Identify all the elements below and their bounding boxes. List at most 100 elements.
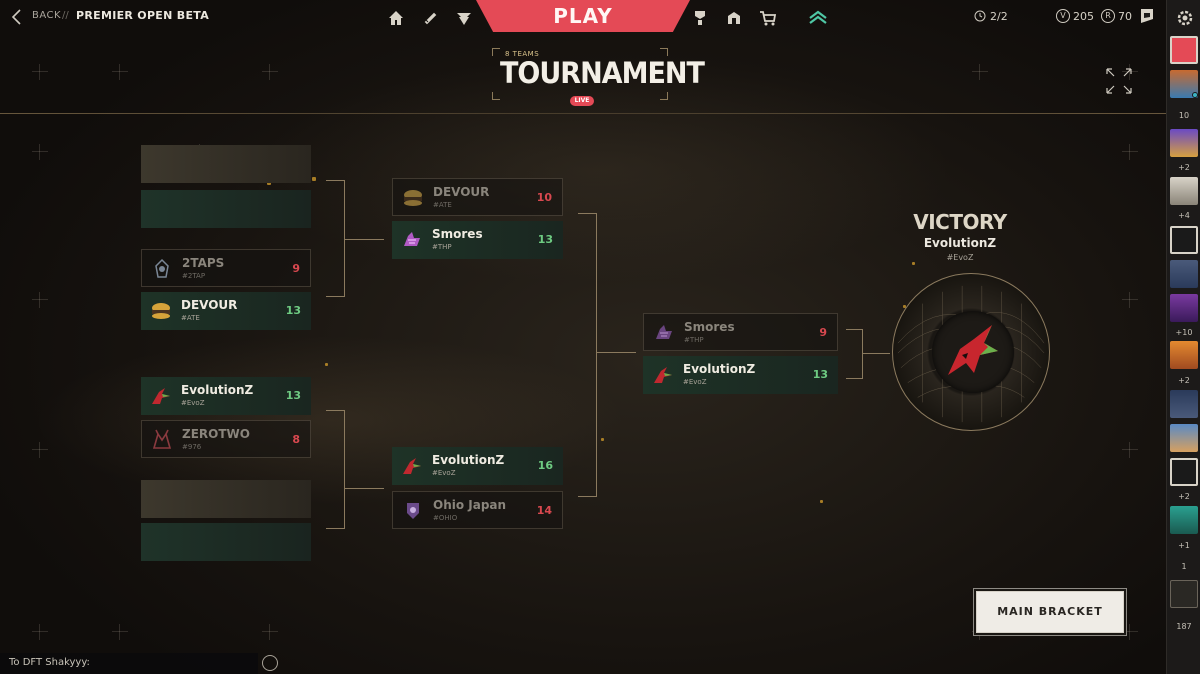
party-count: +1 bbox=[1178, 541, 1190, 550]
header-divider bbox=[0, 113, 1166, 114]
team-logo-icon bbox=[404, 232, 420, 246]
avatar[interactable] bbox=[1170, 506, 1198, 534]
bracket-connector bbox=[326, 528, 344, 529]
bracket-slot-sf-1[interactable]: DEVOUR #ATE 10 bbox=[392, 178, 563, 216]
bracket-connector bbox=[326, 410, 344, 411]
bracket-slot-empty bbox=[141, 480, 311, 518]
evolutionz-logo-icon bbox=[948, 325, 998, 375]
victory-logo-backdrop bbox=[932, 311, 1014, 393]
top-bar: BACK // PREMIER OPEN BETA PLAY 2/2 V 205… bbox=[0, 0, 1166, 36]
bracket-slot-final-1[interactable]: Smores #THP 9 bbox=[643, 313, 838, 351]
ember-particle bbox=[325, 363, 328, 366]
chat-input[interactable]: To DFT Shakyyy: bbox=[0, 653, 258, 674]
bracket-slot-qf-3[interactable]: EvolutionZ #EvoZ 13 bbox=[141, 377, 311, 415]
social-flag-icon[interactable] bbox=[1138, 7, 1156, 25]
rp-amount: 70 bbox=[1118, 10, 1132, 23]
avatar[interactable] bbox=[1170, 226, 1198, 254]
team-logo-icon bbox=[152, 303, 170, 319]
settings-gear-icon[interactable] bbox=[1175, 8, 1195, 28]
bracket-connector bbox=[596, 352, 636, 353]
team-name: DEVOUR bbox=[181, 298, 238, 312]
bracket-slot-sf-2[interactable]: Smores #THP 13 bbox=[392, 221, 563, 259]
back-button[interactable]: BACK bbox=[32, 10, 62, 21]
chat-toggle-icon[interactable] bbox=[262, 655, 278, 671]
back-chevron-icon[interactable] bbox=[10, 8, 24, 26]
grid-plus-decoration bbox=[972, 64, 988, 80]
fullscreen-expand-icon[interactable] bbox=[1104, 66, 1134, 96]
bracket-connector bbox=[846, 329, 862, 330]
grid-plus-decoration bbox=[32, 442, 48, 458]
frame-corner bbox=[492, 92, 500, 100]
store-icon[interactable] bbox=[758, 8, 778, 28]
bracket-slot-qf-4[interactable]: ZEROTWO #976 8 bbox=[141, 420, 311, 458]
team-tag: #THP bbox=[432, 243, 452, 251]
bracket-connector bbox=[344, 180, 345, 297]
team-score: 13 bbox=[285, 389, 301, 402]
team-logo-icon bbox=[404, 190, 422, 206]
team-score: 8 bbox=[292, 433, 300, 446]
bracket-slot-qf-1[interactable]: 2TAPS #2TAP 9 bbox=[141, 249, 311, 287]
grid-plus-decoration bbox=[112, 624, 128, 640]
play-button[interactable]: PLAY bbox=[476, 0, 690, 32]
bracket-connector bbox=[846, 378, 862, 379]
grid-plus-decoration bbox=[1122, 624, 1138, 640]
bracket-connector bbox=[596, 213, 597, 497]
bracket-slot-empty bbox=[141, 145, 311, 183]
victory-team-tag: #EvoZ bbox=[946, 253, 974, 262]
main-bracket-button[interactable]: MAIN BRACKET bbox=[976, 591, 1124, 633]
bracket-connector bbox=[862, 329, 863, 379]
avatar[interactable] bbox=[1170, 177, 1198, 205]
team-tag: #ATE bbox=[181, 314, 200, 322]
party-count: +2 bbox=[1178, 492, 1190, 501]
bracket-connector bbox=[344, 239, 384, 240]
vp-amount: 205 bbox=[1073, 10, 1094, 23]
team-name: Smores bbox=[432, 227, 483, 241]
ember-particle bbox=[267, 181, 271, 185]
rp-icon: R bbox=[1101, 9, 1115, 23]
bracket-slot-empty bbox=[141, 523, 311, 561]
team-logo-icon bbox=[654, 367, 672, 383]
bracket-slot-qf-2[interactable]: DEVOUR #ATE 13 bbox=[141, 292, 311, 330]
grid-plus-decoration bbox=[112, 64, 128, 80]
chat-recipient-label: To DFT Shakyyy: bbox=[9, 657, 90, 668]
team-tag: #2TAP bbox=[182, 272, 206, 280]
team-logo-icon bbox=[656, 325, 672, 339]
bracket-connector bbox=[578, 213, 596, 214]
avatar[interactable] bbox=[1170, 458, 1198, 486]
grid-plus-decoration bbox=[1122, 442, 1138, 458]
bracket-connector bbox=[326, 180, 344, 181]
grid-plus-decoration bbox=[1122, 144, 1138, 160]
premier-icon[interactable] bbox=[806, 8, 830, 28]
avatar[interactable] bbox=[1170, 260, 1198, 288]
home-icon[interactable] bbox=[386, 8, 406, 28]
grid-plus-decoration bbox=[32, 144, 48, 160]
queue-count: 2/2 bbox=[990, 10, 1008, 23]
team-score: 9 bbox=[292, 262, 300, 275]
avatar[interactable] bbox=[1170, 424, 1198, 452]
team-tag: #ATE bbox=[433, 201, 452, 209]
bracket-slot-final-2[interactable]: EvolutionZ #EvoZ 13 bbox=[643, 356, 838, 394]
clock-icon bbox=[974, 10, 986, 22]
team-tag: #EvoZ bbox=[181, 399, 205, 407]
agents-icon[interactable] bbox=[454, 8, 474, 28]
avatar[interactable] bbox=[1170, 36, 1198, 64]
avatar[interactable] bbox=[1170, 294, 1198, 322]
team-logo-icon bbox=[152, 388, 170, 404]
social-sidebar: 10 +2 +4 +10 +2 +2 +1 1 187 bbox=[1166, 0, 1200, 674]
battlepass-icon[interactable] bbox=[724, 8, 744, 28]
collection-icon[interactable] bbox=[690, 8, 710, 28]
status-dot bbox=[1192, 92, 1198, 98]
career-icon[interactable] bbox=[420, 8, 440, 28]
bracket-slot-sf-4[interactable]: Ohio Japan #OHIO 14 bbox=[392, 491, 563, 529]
bracket-connector bbox=[578, 496, 596, 497]
bracket-slot-empty bbox=[141, 190, 311, 228]
team-name: 2TAPS bbox=[182, 256, 225, 270]
bracket-slot-sf-3[interactable]: EvolutionZ #EvoZ 16 bbox=[392, 447, 563, 485]
team-tag: #THP bbox=[684, 336, 704, 344]
league-client-icon[interactable] bbox=[1170, 580, 1198, 608]
avatar[interactable] bbox=[1170, 129, 1198, 157]
team-score: 13 bbox=[537, 233, 553, 246]
grid-plus-decoration bbox=[32, 64, 48, 80]
avatar[interactable] bbox=[1170, 341, 1198, 369]
avatar[interactable] bbox=[1170, 390, 1198, 418]
